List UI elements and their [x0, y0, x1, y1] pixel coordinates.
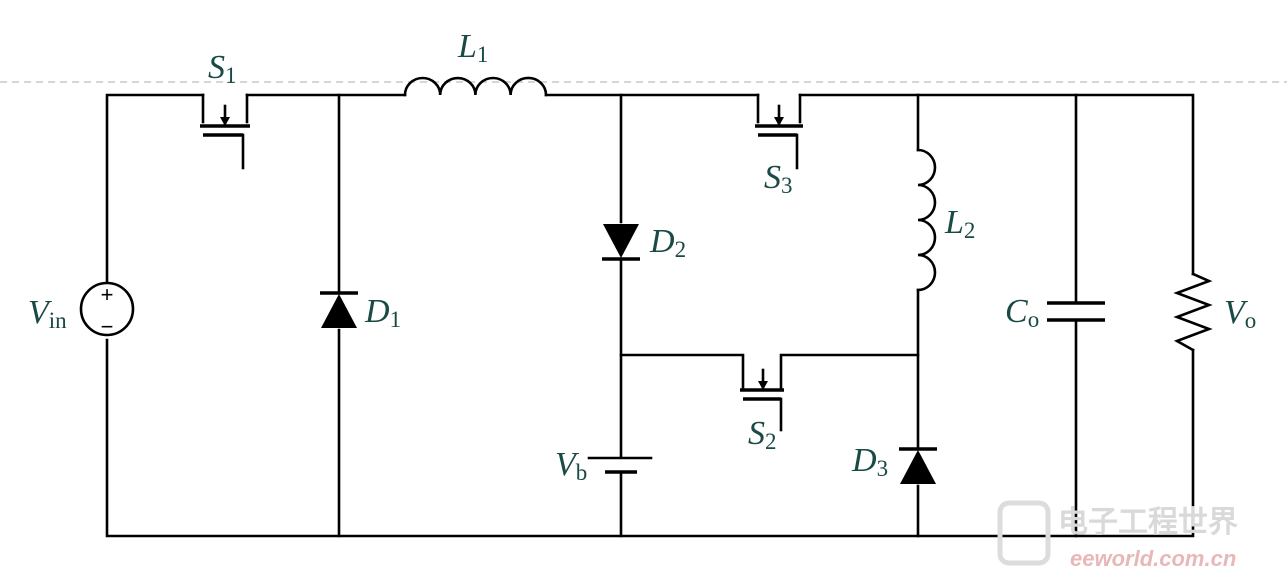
d1-diode: [320, 291, 358, 328]
watermark-chinese: 电子工程世界: [1058, 505, 1238, 540]
l2-inductor: [916, 148, 937, 292]
l2-label: L2: [944, 204, 975, 243]
d3-label: D3: [851, 442, 888, 481]
l1-label: L1: [457, 28, 488, 67]
s2-label: S2: [748, 415, 777, 454]
s2-switch: [740, 368, 784, 432]
l1-inductor: [403, 76, 548, 97]
watermark-url: eeworld.com.cn: [1070, 546, 1236, 571]
vin-plus-sign: +: [101, 282, 114, 307]
vo-resistor: [1173, 272, 1213, 352]
s1-switch: [200, 93, 250, 170]
co-capacitor: [1047, 301, 1105, 322]
vin-minus-sign: −: [101, 314, 114, 339]
vo-label: Vo: [1224, 294, 1256, 333]
s3-label: S3: [764, 159, 793, 198]
vin-source: + −: [79, 281, 135, 339]
d2-diode: [602, 224, 640, 261]
vb-battery: [587, 456, 653, 474]
watermark-logo-icon: [997, 500, 1051, 566]
watermark: 电子工程世界 eeworld.com.cn: [997, 500, 1238, 571]
vin-label: Vin: [28, 294, 67, 333]
wires: [105, 93, 1195, 538]
s3-switch: [755, 93, 803, 170]
d2-label: D2: [649, 223, 686, 262]
co-label: Co: [1005, 293, 1039, 332]
d1-label: D1: [364, 293, 401, 332]
d3-diode: [899, 447, 937, 484]
s1-label: S1: [208, 49, 237, 88]
vb-label: Vb: [555, 446, 587, 485]
